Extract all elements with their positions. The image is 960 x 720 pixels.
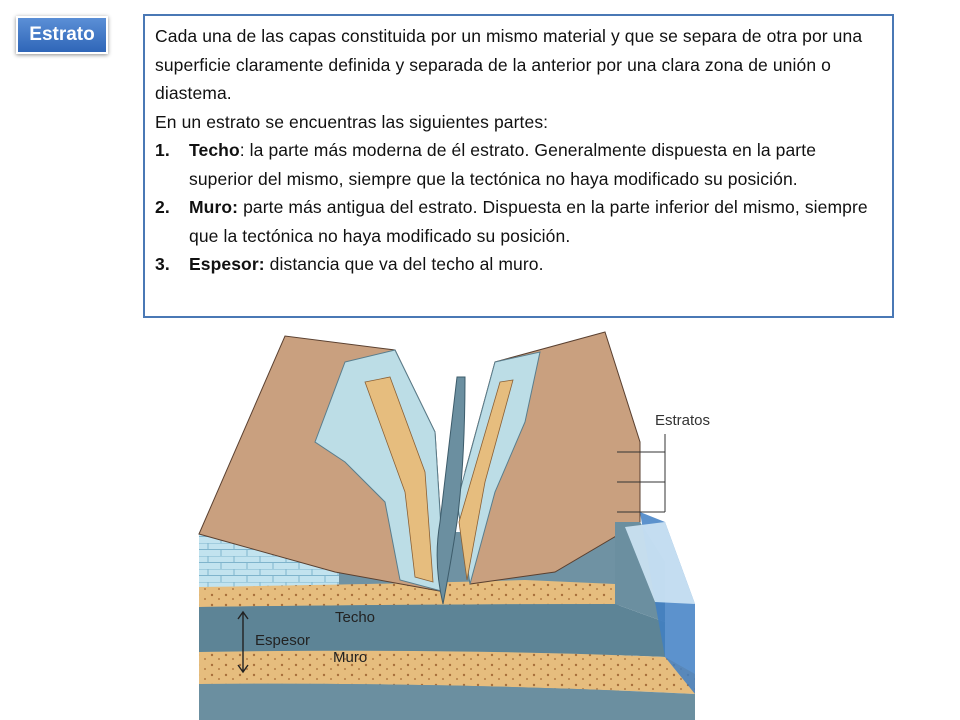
- label-strata: Estratos: [655, 412, 710, 429]
- sand-layer-bottom: [199, 650, 695, 694]
- definition-box: Cada una de las capas constituida por un…: [143, 14, 894, 318]
- parts-list: 1. Techo: la parte más moderna de él estr…: [155, 136, 882, 279]
- term-techo: Techo: [189, 140, 240, 160]
- strata-bracket: [617, 434, 666, 513]
- slate-layer-base: [199, 683, 695, 720]
- sand-band-left: [364, 376, 434, 583]
- slate-layer-middle: [199, 604, 665, 657]
- label-top: Techo: [335, 609, 375, 626]
- label-bottom: Muro: [333, 649, 367, 666]
- list-number: 2.: [155, 197, 170, 217]
- list-item: 3. Espesor: distancia que va del techo al…: [155, 250, 882, 279]
- sand-band-right: [458, 379, 514, 581]
- list-item: 1. Techo: la parte más moderna de él estr…: [155, 136, 882, 193]
- list-item: 2. Muro: parte más antigua del estrato. D…: [155, 193, 882, 250]
- list-number: 1.: [155, 140, 170, 160]
- term-espesor: Espesor:: [189, 254, 265, 274]
- strata-diagram: Estratos Techo Espesor Muro: [198, 331, 710, 720]
- water-surface: [625, 522, 695, 604]
- river-valley: [436, 376, 466, 605]
- thickness-arrow: [237, 610, 249, 674]
- list-number: 3.: [155, 254, 170, 274]
- list-text: : la parte más moderna de él estrato. Ge…: [189, 140, 817, 189]
- section-badge: Estrato: [16, 16, 108, 54]
- definition-intro: En un estrato se encuentras las siguient…: [155, 111, 549, 132]
- label-thickness: Espesor: [255, 632, 310, 649]
- list-text: distancia que va del techo al muro.: [264, 254, 544, 274]
- term-muro: Muro:: [189, 197, 239, 217]
- definition-paragraph: Cada una de las capas constituida por un…: [155, 26, 863, 103]
- sand-layer-top: [199, 580, 615, 607]
- list-text: parte más antigua del estrato. Dispuesta…: [189, 197, 868, 246]
